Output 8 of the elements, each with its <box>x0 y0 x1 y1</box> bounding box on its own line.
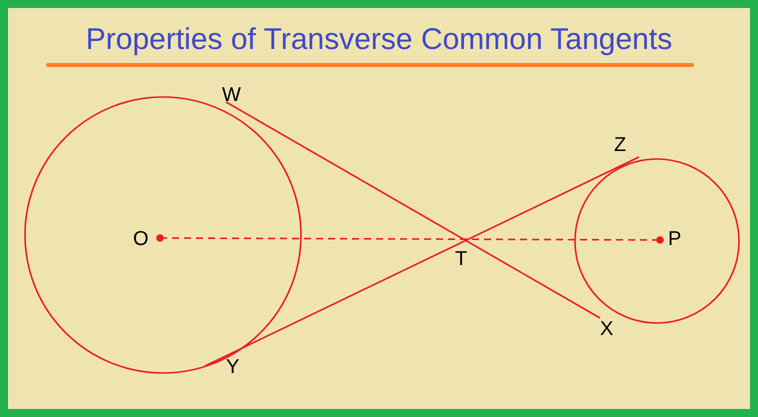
point-label: P <box>668 228 682 250</box>
point-label: Y <box>226 356 240 378</box>
point-label: Z <box>614 134 626 156</box>
point-label: W <box>222 84 241 106</box>
point-label: T <box>455 248 468 270</box>
point-label: O <box>133 228 149 250</box>
title-heading: Properties of Transverse Common Tangents <box>86 22 672 58</box>
point-label: X <box>600 318 614 340</box>
